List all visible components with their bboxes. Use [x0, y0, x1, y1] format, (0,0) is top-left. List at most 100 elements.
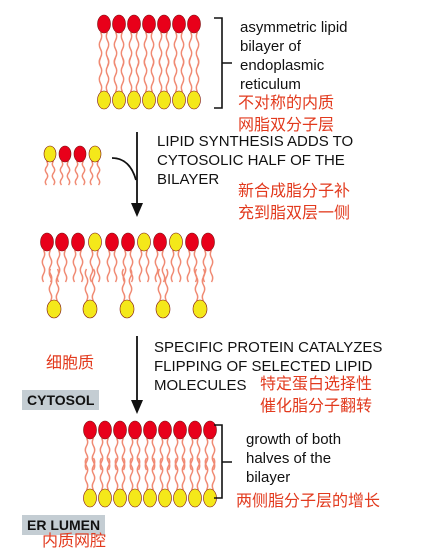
red-lipid-head	[185, 232, 199, 252]
arrow-1-head	[131, 203, 143, 217]
bottom-note-en: growth of both halves of the bilayer	[246, 431, 342, 486]
lipid-tail	[72, 249, 77, 283]
bracket-bottom	[214, 424, 232, 499]
lipid-tail	[114, 457, 119, 491]
asymmetric-bilayer	[97, 14, 201, 110]
lipid-tail	[105, 57, 110, 93]
yellow-lipid-head	[192, 299, 208, 319]
red-lipid-head	[142, 14, 156, 34]
lipid-tail	[144, 457, 149, 491]
lipid-tail	[81, 160, 86, 186]
yellow-lipid-head	[88, 145, 102, 163]
lipid-tail	[99, 457, 104, 491]
red-lipid-head	[58, 145, 72, 163]
lipid-tail	[79, 249, 84, 283]
red-lipid-head	[153, 232, 167, 252]
yellow-lipid-head	[187, 90, 201, 110]
lipid-tail	[209, 249, 214, 283]
arrow-2-head	[131, 400, 143, 414]
top-note-en: asymmetric lipid bilayer of endoplasmic …	[240, 19, 348, 93]
lipid-tail	[89, 160, 94, 186]
red-lipid-head	[83, 420, 97, 440]
yellow-lipid-head	[83, 488, 97, 508]
lipid-tail	[121, 457, 126, 491]
red-lipid-head	[128, 420, 142, 440]
lipid-tail	[128, 57, 133, 93]
lipid-tail	[91, 268, 96, 302]
step1-zh: 新合成脂分子补 充到脂双层一侧	[238, 181, 351, 222]
red-lipid-head	[203, 420, 217, 440]
red-lipid-head	[40, 232, 54, 252]
red-lipid-head	[73, 145, 87, 163]
bilayer-after-flipping	[83, 420, 217, 508]
step1-en: LIPID SYNTHESIS ADDS TO CYTOSOLIC HALF O…	[157, 133, 354, 188]
lipid-tail	[44, 160, 49, 186]
red-lipid-head	[173, 420, 187, 440]
bracket-top	[214, 17, 232, 109]
lipid-tail	[165, 57, 170, 93]
lipid-tail	[204, 457, 209, 491]
red-lipid-head	[98, 420, 112, 440]
yellow-lipid-head	[169, 232, 183, 252]
new-lipid-molecules	[43, 145, 102, 186]
red-lipid-head	[187, 14, 201, 34]
lipid-tail	[84, 457, 89, 491]
lipid-tail	[170, 249, 175, 283]
step2-zh: 特定蛋白选择性 催化脂分子翻转	[260, 374, 373, 415]
lipid-tail	[173, 57, 178, 93]
step2-en: SPECIFIC PROTEIN CATALYZES FLIPPING OF S…	[154, 339, 383, 394]
yellow-lipid-head	[46, 299, 62, 319]
lipid-tail	[201, 268, 206, 302]
lipid-tail	[128, 268, 133, 302]
lipid-tail	[59, 160, 64, 186]
lipid-tail	[55, 268, 60, 302]
yellow-lipid-head	[112, 90, 126, 110]
red-lipid-head	[158, 420, 172, 440]
lipid-tail	[145, 249, 150, 283]
red-lipid-head	[113, 420, 127, 440]
yellow-lipid-head	[82, 299, 98, 319]
lipid-tail	[41, 249, 46, 283]
yellow-lipid-head	[172, 90, 186, 110]
lipid-tail	[150, 57, 155, 93]
lipid-tail	[51, 160, 56, 186]
red-lipid-head	[112, 14, 126, 34]
yellow-lipid-head	[143, 488, 157, 508]
lipid-tail	[74, 160, 79, 186]
lipid-tail	[181, 457, 186, 491]
yellow-lipid-head	[127, 90, 141, 110]
bilayer-after-synthesis	[40, 232, 215, 319]
lipid-tail	[188, 57, 193, 93]
lipid-tail	[194, 268, 199, 302]
lipid-tail	[180, 57, 185, 93]
lipid-tail	[63, 249, 68, 283]
yellow-lipid-head	[188, 488, 202, 508]
join-curve	[111, 157, 137, 181]
red-lipid-head	[55, 232, 69, 252]
yellow-lipid-head	[98, 488, 112, 508]
lipid-tail	[154, 249, 159, 283]
lipid-tail	[120, 57, 125, 93]
lipid-tail	[189, 457, 194, 491]
yellow-lipid-head	[173, 488, 187, 508]
red-lipid-head	[71, 232, 85, 252]
yellow-lipid-head	[158, 488, 172, 508]
cytosol-zh: 细胞质	[46, 353, 95, 372]
red-lipid-head	[105, 232, 119, 252]
lipid-tail	[164, 268, 169, 302]
lipid-tail	[195, 57, 200, 93]
red-lipid-head	[188, 420, 202, 440]
lipid-tail	[196, 457, 201, 491]
red-lipid-head	[157, 14, 171, 34]
yellow-lipid-head	[137, 232, 151, 252]
yellow-lipid-head	[113, 488, 127, 508]
red-lipid-head	[127, 14, 141, 34]
yellow-lipid-head	[157, 90, 171, 110]
lipid-tail	[113, 57, 118, 93]
er-lumen-zh: 内质网腔	[42, 531, 107, 550]
lipid-tail	[96, 160, 101, 186]
lipid-tail	[98, 57, 103, 93]
lipid-tail	[138, 249, 143, 283]
lipid-tail	[91, 457, 96, 491]
